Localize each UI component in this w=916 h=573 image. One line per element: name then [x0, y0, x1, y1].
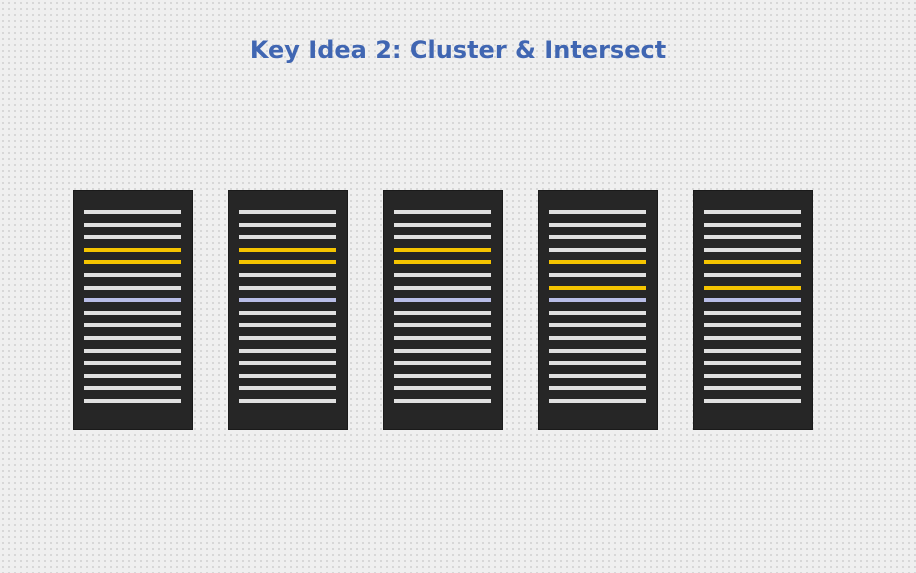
drive-slot	[394, 323, 491, 327]
drive-slot	[549, 336, 646, 340]
drive-slot	[239, 311, 336, 315]
drive-slot	[704, 223, 801, 227]
drive-slot	[394, 210, 491, 214]
server-rack-3	[383, 190, 503, 430]
drive-slot	[84, 286, 181, 290]
drive-slot	[84, 336, 181, 340]
drive-slot	[239, 399, 336, 403]
drive-slot	[549, 323, 646, 327]
drive-slot	[84, 311, 181, 315]
drive-slot	[394, 386, 491, 390]
highlighted-drive-slot	[84, 248, 181, 252]
drive-slot	[394, 223, 491, 227]
drive-slot	[549, 248, 646, 252]
server-rack-5	[693, 190, 813, 430]
drive-slot	[84, 235, 181, 239]
drive-slot	[239, 223, 336, 227]
drive-slot	[549, 386, 646, 390]
drive-slot	[549, 311, 646, 315]
drive-slot	[84, 323, 181, 327]
drive-slot	[84, 361, 181, 365]
drive-slot	[84, 374, 181, 378]
drive-slot	[549, 361, 646, 365]
server-rack-2	[228, 190, 348, 430]
drive-slot	[239, 336, 336, 340]
drive-slot	[84, 298, 181, 302]
slide-title: Key Idea 2: Cluster & Intersect	[249, 36, 667, 64]
drive-slot	[84, 210, 181, 214]
server-rack-row	[73, 190, 813, 430]
drive-slot	[704, 323, 801, 327]
drive-slot	[549, 399, 646, 403]
drive-slot	[239, 349, 336, 353]
drive-slot	[394, 349, 491, 353]
drive-slot	[704, 361, 801, 365]
drive-slot	[549, 298, 646, 302]
drive-slot	[84, 223, 181, 227]
highlighted-drive-slot	[394, 260, 491, 264]
drive-slot	[549, 374, 646, 378]
drive-slot	[84, 386, 181, 390]
drive-slot	[239, 273, 336, 277]
drive-slot	[394, 286, 491, 290]
drive-slot	[704, 311, 801, 315]
drive-slot	[549, 223, 646, 227]
drive-slot	[704, 399, 801, 403]
highlighted-drive-slot	[704, 260, 801, 264]
highlighted-drive-slot	[704, 286, 801, 290]
drive-slot	[549, 349, 646, 353]
drive-slot	[239, 235, 336, 239]
drive-slot	[549, 210, 646, 214]
drive-slot	[239, 286, 336, 290]
highlighted-drive-slot	[84, 260, 181, 264]
drive-slot	[704, 248, 801, 252]
drive-slot	[84, 349, 181, 353]
drive-slot	[239, 386, 336, 390]
highlighted-drive-slot	[549, 286, 646, 290]
server-rack-4	[538, 190, 658, 430]
drive-slot	[394, 311, 491, 315]
drive-slot	[704, 235, 801, 239]
drive-slot	[704, 298, 801, 302]
drive-slot	[704, 374, 801, 378]
drive-slot	[239, 210, 336, 214]
drive-slot	[704, 349, 801, 353]
drive-slot	[239, 298, 336, 302]
drive-slot	[394, 235, 491, 239]
highlighted-drive-slot	[239, 260, 336, 264]
highlighted-drive-slot	[394, 248, 491, 252]
highlighted-drive-slot	[239, 248, 336, 252]
drive-slot	[394, 361, 491, 365]
drive-slot	[84, 399, 181, 403]
highlighted-drive-slot	[549, 260, 646, 264]
drive-slot	[549, 273, 646, 277]
drive-slot	[239, 374, 336, 378]
drive-slot	[239, 323, 336, 327]
server-rack-1	[73, 190, 193, 430]
drive-slot	[704, 210, 801, 214]
drive-slot	[394, 336, 491, 340]
drive-slot	[704, 336, 801, 340]
drive-slot	[394, 399, 491, 403]
drive-slot	[394, 273, 491, 277]
drive-slot	[239, 361, 336, 365]
drive-slot	[549, 235, 646, 239]
drive-slot	[394, 298, 491, 302]
drive-slot	[704, 273, 801, 277]
drive-slot	[84, 273, 181, 277]
drive-slot	[704, 386, 801, 390]
drive-slot	[394, 374, 491, 378]
